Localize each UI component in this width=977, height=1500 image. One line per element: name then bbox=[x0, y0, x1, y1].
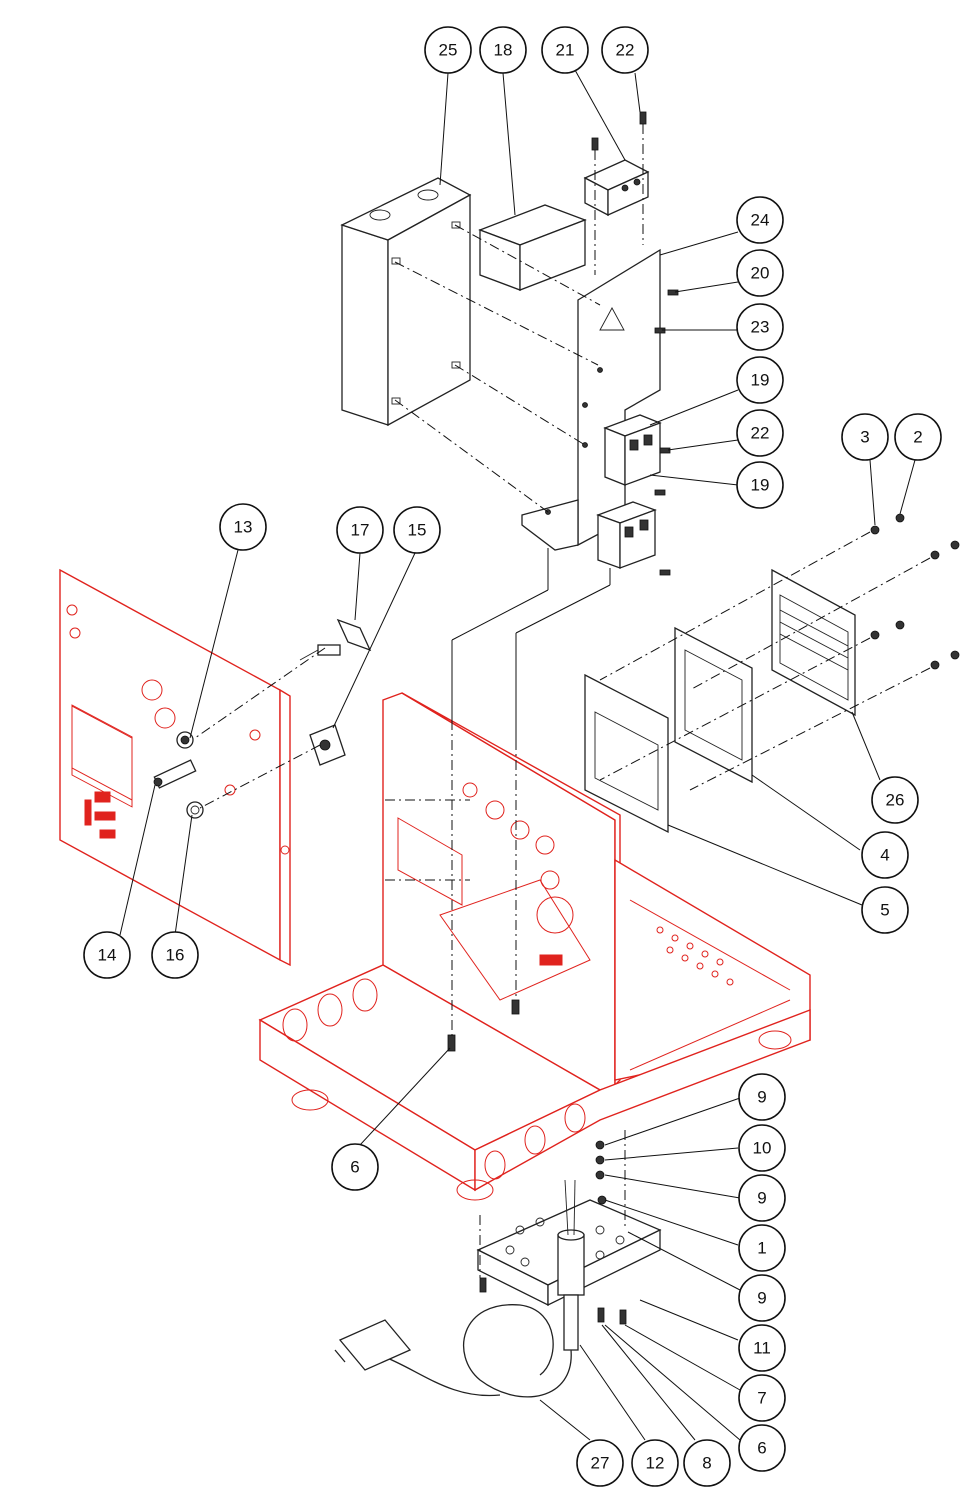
callout-19b-label: 19 bbox=[751, 476, 770, 495]
callout-25-label: 25 bbox=[439, 41, 458, 60]
callout-16: 16 bbox=[151, 931, 199, 979]
callout-14-label: 14 bbox=[98, 946, 117, 965]
callout-18-label: 18 bbox=[494, 41, 513, 60]
callout-20: 20 bbox=[736, 249, 784, 297]
terminal-block bbox=[583, 159, 650, 217]
callout-9b-label: 9 bbox=[757, 1189, 766, 1208]
callout-4-label: 4 bbox=[880, 846, 889, 865]
display-frame bbox=[674, 626, 753, 784]
callout-24: 24 bbox=[736, 196, 784, 244]
callout-6: 6 bbox=[738, 1424, 786, 1472]
leader-lines bbox=[119, 69, 916, 1441]
callout-22-label: 22 bbox=[616, 41, 635, 60]
callout-19: 19 bbox=[736, 356, 784, 404]
base-hardware bbox=[479, 1130, 627, 1325]
power-cable bbox=[379, 1304, 572, 1398]
display-panel bbox=[771, 568, 856, 717]
callout-26: 26 bbox=[871, 776, 919, 824]
callout-9: 9 bbox=[738, 1073, 786, 1121]
callout-5: 5 bbox=[861, 886, 909, 934]
callout-14: 14 bbox=[83, 931, 131, 979]
callout-12: 12 bbox=[631, 1439, 679, 1487]
enclosure-cover bbox=[340, 177, 472, 427]
callout-4: 4 bbox=[861, 831, 909, 879]
frame-screw bbox=[385, 720, 520, 1052]
callout-6: 6 bbox=[331, 1143, 379, 1191]
callout-6-label: 6 bbox=[350, 1158, 359, 1177]
callout-19-label: 19 bbox=[751, 371, 770, 390]
callout-20-label: 20 bbox=[751, 264, 770, 283]
callout-2: 2 bbox=[894, 413, 942, 461]
callout-17-label: 17 bbox=[351, 521, 370, 540]
display-bezel bbox=[584, 673, 669, 834]
callout-15: 15 bbox=[393, 506, 441, 554]
callout-2-label: 2 bbox=[913, 428, 922, 447]
callout-10: 10 bbox=[738, 1124, 786, 1172]
callout-11-label: 11 bbox=[753, 1339, 771, 1358]
callout-25: 25 bbox=[424, 26, 472, 74]
assembly-lines-display bbox=[599, 531, 931, 791]
callout-3: 3 bbox=[841, 413, 889, 461]
callout-8: 8 bbox=[683, 1439, 731, 1487]
callout-1: 1 bbox=[738, 1224, 786, 1272]
relay-upper bbox=[603, 414, 662, 486]
callout-7: 7 bbox=[738, 1374, 786, 1422]
callout-10-label: 10 bbox=[753, 1139, 772, 1158]
callout-27: 27 bbox=[576, 1439, 624, 1487]
display-screws bbox=[870, 513, 960, 670]
callout-17: 17 bbox=[336, 506, 384, 554]
callout-24-label: 24 bbox=[751, 211, 770, 230]
callout-18: 18 bbox=[479, 26, 527, 74]
mounting-plate bbox=[521, 248, 661, 551]
assembly-lines-panel bbox=[194, 647, 326, 809]
callout-23-label: 23 bbox=[751, 318, 770, 337]
callout-9: 9 bbox=[738, 1174, 786, 1222]
callout-5-label: 5 bbox=[880, 901, 889, 920]
indicator-light bbox=[186, 801, 204, 819]
callout-13: 13 bbox=[219, 503, 267, 551]
callout-16-label: 16 bbox=[166, 946, 185, 965]
machine-frame bbox=[258, 692, 811, 1201]
callout-19: 19 bbox=[736, 461, 784, 509]
callout-9-label: 9 bbox=[757, 1088, 766, 1107]
callouts: 25 18 21 22 24 20 23 19 22 19 3 2 13 17 … bbox=[83, 26, 942, 1487]
thermostat-knob bbox=[153, 759, 197, 789]
frame-perforations bbox=[656, 926, 734, 986]
callout-26-label: 26 bbox=[886, 791, 905, 810]
callout-6b-label: 6 bbox=[757, 1439, 766, 1458]
callout-22: 22 bbox=[601, 26, 649, 74]
front-panel bbox=[59, 568, 291, 967]
callout-23: 23 bbox=[736, 303, 784, 351]
transformer-box bbox=[478, 204, 587, 291]
toggle-switch bbox=[299, 618, 372, 661]
pilot-lamp bbox=[176, 731, 194, 749]
callout-27-label: 27 bbox=[591, 1454, 610, 1473]
callout-3-label: 3 bbox=[860, 428, 869, 447]
callout-12-label: 12 bbox=[646, 1454, 665, 1473]
relay-lower bbox=[596, 501, 657, 569]
callout-22b-label: 22 bbox=[751, 424, 770, 443]
callout-8-label: 8 bbox=[702, 1454, 711, 1473]
callout-9c-label: 9 bbox=[757, 1289, 766, 1308]
callout-13-label: 13 bbox=[234, 518, 253, 537]
power-plug bbox=[334, 1319, 412, 1371]
callout-21: 21 bbox=[541, 26, 589, 74]
callout-1-label: 1 bbox=[757, 1239, 766, 1258]
callout-9: 9 bbox=[738, 1274, 786, 1322]
assembly-lines-upper bbox=[394, 124, 644, 740]
selector-switch bbox=[309, 724, 346, 766]
callout-7-label: 7 bbox=[757, 1389, 766, 1408]
callout-22: 22 bbox=[736, 409, 784, 457]
callout-11: 11 bbox=[738, 1324, 786, 1372]
callout-15-label: 15 bbox=[408, 521, 427, 540]
callout-21-label: 21 bbox=[556, 41, 575, 60]
